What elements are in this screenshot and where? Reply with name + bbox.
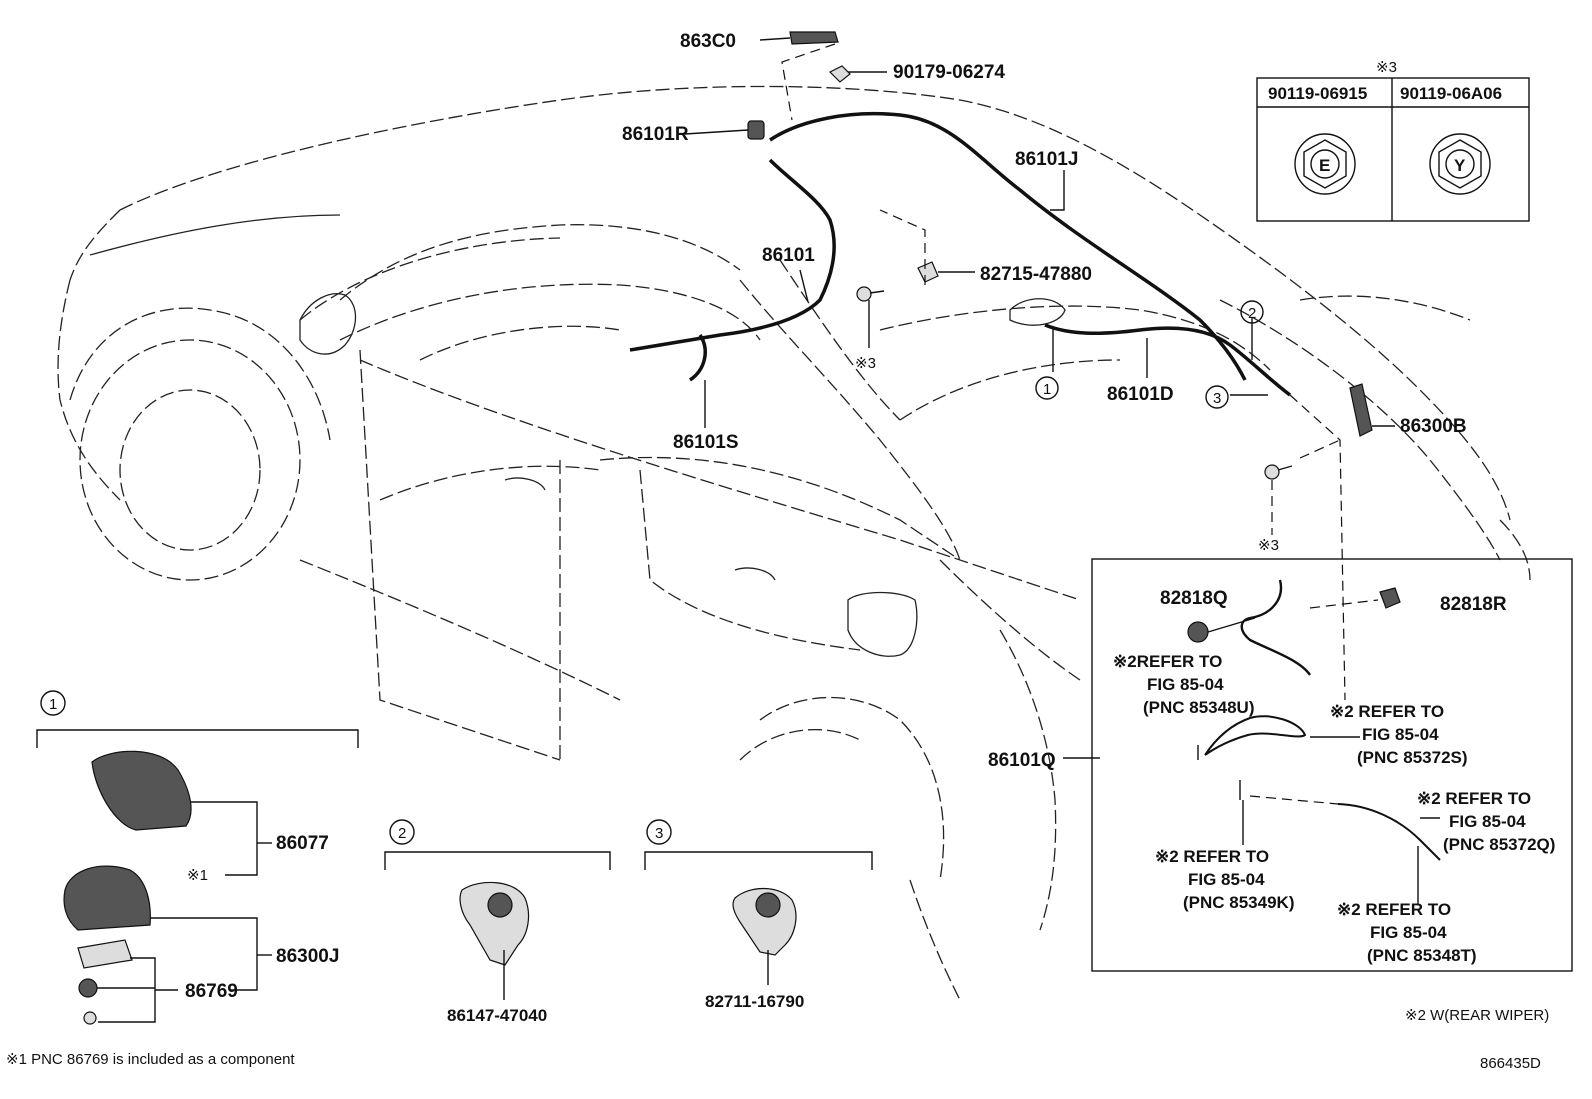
note-mark-3b: ※3 [1258, 537, 1279, 554]
label-82818r: 82818R [1440, 594, 1507, 615]
label-86101d: 86101D [1107, 384, 1174, 405]
part-863c0-shape [789, 31, 839, 45]
ref5-line1: ※2 REFER TO [1337, 900, 1451, 919]
wire-harness-86101 [629, 158, 836, 352]
nut-e-icon: E [1294, 133, 1356, 195]
gasket-icon [77, 939, 133, 969]
ref3-line1: ※2 REFER TO [1417, 789, 1531, 808]
part-82715-clip-shape [917, 261, 939, 283]
label-86300b: 86300B [1400, 416, 1467, 437]
ref4-line3: (PNC 85349K) [1183, 893, 1295, 912]
label-86101: 86101 [762, 245, 815, 266]
grommet-82818q-icon [1187, 621, 1209, 643]
ref4-line1: ※2 REFER TO [1155, 847, 1269, 866]
part-bolt2-shape [1264, 464, 1293, 480]
bolt-icon [83, 1011, 97, 1025]
footnote-1: ※1 PNC 86769 is included as a component [6, 1051, 295, 1068]
antenna-cover-icon [91, 750, 192, 831]
nut-y-symbol: Y [1454, 156, 1466, 175]
note-mark-1: ※1 [187, 867, 208, 884]
label-86101j: 86101J [1015, 149, 1078, 170]
group1-callout: 1 [49, 696, 57, 713]
ref2-line3: (PNC 85372S) [1357, 748, 1468, 767]
footnote-2: ※2 W(REAR WIPER) [1405, 1007, 1549, 1024]
ref2-line2: FIG 85-04 [1362, 725, 1439, 744]
ref2-line1: ※2 REFER TO [1330, 702, 1444, 721]
nut-table: ※3 90119-06915 90119-06A06 E Y [1256, 59, 1530, 222]
part-86300b-shape [1349, 383, 1373, 437]
label-863c0: 863C0 [680, 31, 736, 52]
callout-circles: 2 3 1 [1035, 300, 1264, 409]
ref1-line3: (PNC 85348U) [1143, 698, 1255, 717]
label-86147-47040: 86147-47040 [447, 1006, 547, 1025]
label-86101q: 86101Q [988, 750, 1056, 771]
ref5-line2: FIG 85-04 [1370, 923, 1447, 942]
label-82715-47880: 82715-47880 [980, 264, 1092, 285]
leader-lines [684, 37, 1395, 759]
label-86300j: 86300J [276, 946, 339, 967]
ref3-line2: FIG 85-04 [1449, 812, 1526, 831]
ref1-line1: ※2REFER TO [1113, 652, 1222, 671]
label-86101s: 86101S [673, 432, 739, 453]
wire-harness-86101s [688, 334, 707, 382]
rear-wiper-detail-box: 82818Q 82818R ※2REFER TO FIG 85-04 (PNC … [1091, 558, 1573, 972]
grommet-82818r-icon [1379, 587, 1401, 609]
wire-harness-86101j [769, 111, 1247, 381]
group-3-clamp: 3 82711-16790 [644, 819, 873, 1011]
label-86769: 86769 [185, 981, 238, 1002]
table-note-mark: ※3 [1376, 59, 1397, 76]
part-90179-clip-shape [828, 65, 851, 83]
part-bolt-shape [856, 286, 885, 302]
group3-callout: 3 [655, 825, 663, 842]
label-86101r: 86101R [622, 124, 689, 145]
ref1-line2: FIG 85-04 [1147, 675, 1224, 694]
diagram-code: 866435D [1480, 1055, 1541, 1072]
table-col2-pn: 90119-06A06 [1400, 84, 1502, 103]
footnotes: ※1 PNC 86769 is included as a component … [6, 1007, 1549, 1072]
callout-1: 1 [1043, 381, 1051, 398]
car-body-outline [57, 85, 1531, 1001]
part-86101r-shape [747, 120, 765, 140]
antenna-body-icon [63, 865, 151, 931]
main-labels: 863C0 90179-06274 86101R 86101J 86101 82… [622, 31, 1467, 771]
group-1-antenna: 1 86077 ※1 86300J 86769 [36, 690, 359, 1025]
label-86077: 86077 [276, 833, 329, 854]
ref3-line3: (PNC 85372Q) [1443, 835, 1555, 854]
wire-harness-86101d [1044, 323, 1292, 397]
group-2-clamp: 2 86147-47040 [384, 819, 611, 1025]
callout-2: 2 [1248, 305, 1256, 322]
note-mark-3a: ※3 [855, 355, 876, 372]
ref5-line3: (PNC 85348T) [1367, 946, 1477, 965]
label-82711-16790: 82711-16790 [705, 992, 804, 1011]
callout-3: 3 [1213, 390, 1221, 407]
nut-e-symbol: E [1319, 156, 1330, 175]
label-90179-06274: 90179-06274 [893, 62, 1005, 83]
nut-y-icon: Y [1429, 133, 1491, 195]
label-82818q: 82818Q [1160, 588, 1228, 609]
table-col1-pn: 90119-06915 [1268, 84, 1367, 103]
group2-callout: 2 [398, 825, 406, 842]
nut-icon [78, 978, 98, 998]
ref4-line2: FIG 85-04 [1188, 870, 1265, 889]
